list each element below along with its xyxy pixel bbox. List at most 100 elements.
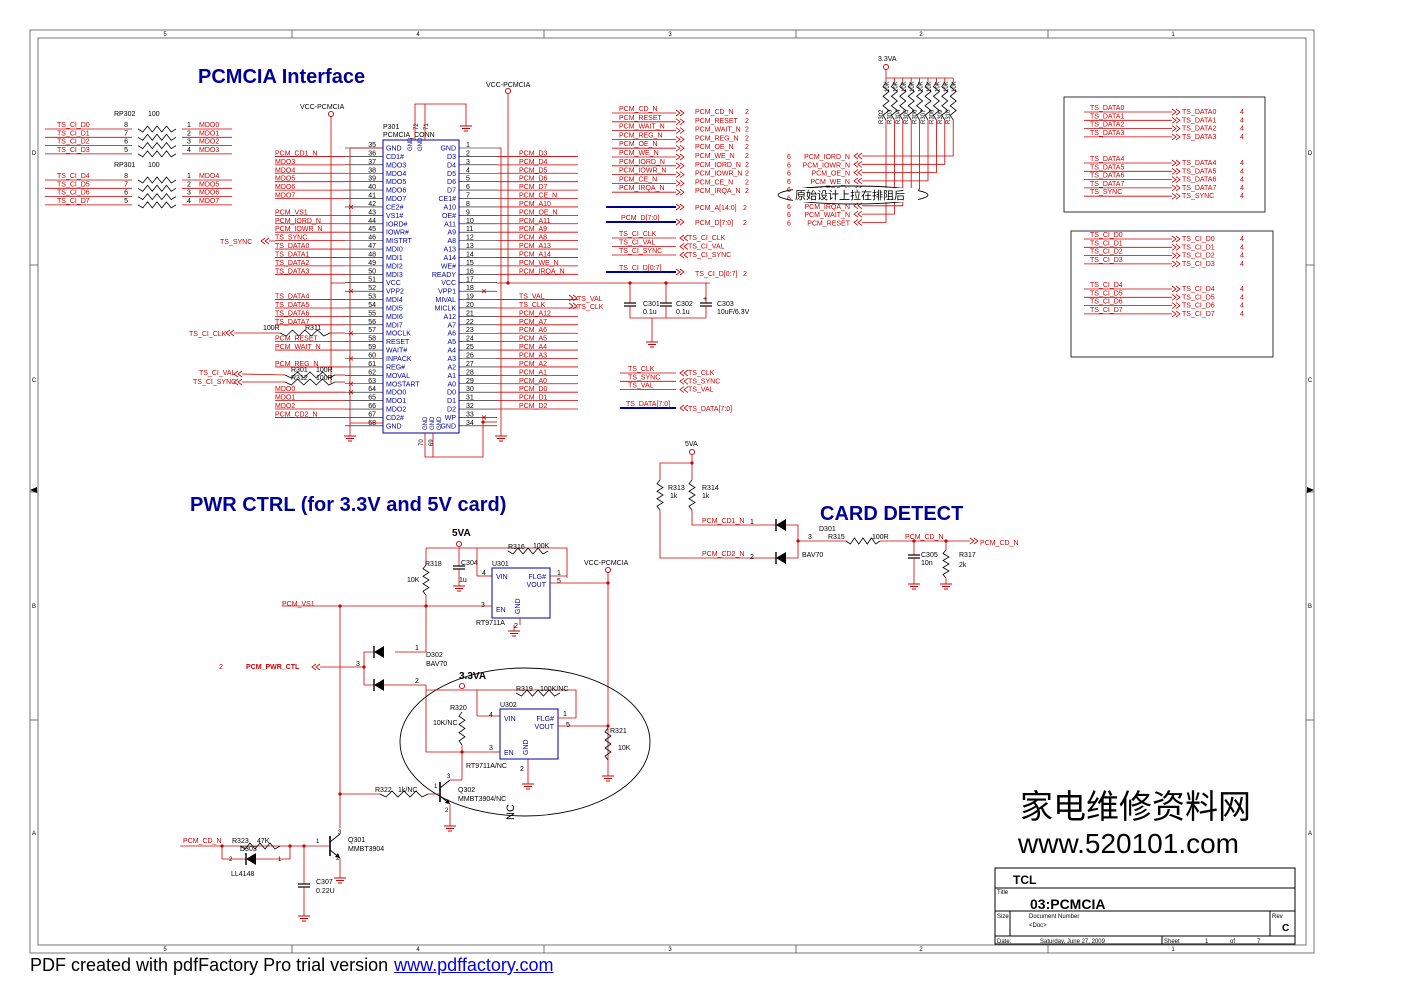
offsheet-arrow-left	[857, 160, 863, 168]
rp-ref: RP301	[114, 162, 136, 169]
offsheet-arrow-left	[679, 251, 685, 259]
cap-ref: C302	[676, 301, 693, 308]
sheet-title: 03:PCMCIA	[1030, 896, 1105, 912]
net-label: PCM_OE_N	[619, 141, 658, 148]
net-label: PCM_WAIT_N	[619, 124, 665, 131]
pin-name: A11	[444, 221, 456, 228]
resistor-r318	[422, 564, 430, 596]
pin-name: CE1#	[438, 196, 456, 203]
sheet-ref: 4	[1240, 286, 1244, 293]
sheet-ref: 2	[745, 109, 749, 116]
resistor-ref: R308	[929, 109, 935, 124]
net-label: TS_CI_D5	[1090, 290, 1123, 297]
net-label: MDO2	[275, 403, 295, 410]
offsheet-arrow-right	[969, 537, 975, 545]
footer-text: PDF created with pdfFactory Pro trial ve…	[30, 955, 389, 975]
wire	[256, 846, 291, 860]
cap-value: 0.22U	[316, 888, 335, 895]
rp-net: MDO3	[199, 147, 219, 154]
offsheet-port: TS_VAL	[688, 387, 714, 394]
diode-d301a	[775, 519, 786, 531]
offsheet-arrow-left	[264, 237, 270, 245]
power-terminal	[688, 448, 696, 456]
offsheet-arrow-right	[1171, 176, 1177, 183]
pin-number: 62	[368, 369, 376, 376]
pin-name: MDI6	[386, 314, 403, 321]
ic-pin-name: EN	[504, 750, 514, 757]
rp-resistor	[137, 133, 177, 141]
resistor-ref: R315	[828, 534, 845, 541]
net-label: TS_SYNC	[275, 235, 307, 242]
pin-number: 57	[368, 327, 376, 334]
pin-number: 6	[466, 184, 470, 191]
diode-d303	[245, 853, 256, 865]
ground-symbol	[460, 120, 472, 132]
offsheet-arrow-right	[1171, 125, 1177, 132]
pin-name: D3	[447, 154, 456, 161]
border-row-label: B	[1308, 604, 1312, 610]
offsheet-arrow-right	[675, 162, 681, 170]
resistor-ref: R319	[516, 686, 533, 693]
offsheet-arrow-left	[683, 369, 689, 377]
pin-number: 43	[368, 209, 376, 216]
offsheet-arrow-left	[853, 152, 859, 160]
net-label: PCM_REG_N	[275, 361, 319, 368]
cap-value: 0.1u	[676, 309, 690, 316]
no-connect	[481, 288, 487, 294]
net-label: PCM_VS1	[282, 601, 315, 608]
offsheet-arrow-right	[679, 268, 685, 276]
footer-link[interactable]: www.pdffactory.com	[394, 955, 554, 975]
pin-name: MDO3	[386, 162, 406, 169]
pin-number: 24	[466, 336, 474, 343]
border-row-label: A	[1308, 831, 1312, 837]
cap-c301	[624, 302, 636, 307]
sheet-ref: 2	[743, 271, 747, 278]
net-label: TS_DATA1	[1090, 113, 1124, 120]
offsheet-port: TS_DATA6	[1182, 177, 1216, 184]
rp-net: TS_CI_D3	[57, 147, 90, 154]
border-col-label: 4	[416, 32, 420, 38]
diode-body	[374, 679, 384, 691]
border-col-label: 4	[416, 947, 420, 953]
pin-name: MDI0	[386, 247, 403, 254]
net-label: PCM_WE_N	[519, 260, 559, 267]
connector-name: PCMCIA_CONN	[383, 132, 435, 139]
resistor-ref: R313	[668, 485, 685, 492]
pin-number: 66	[368, 403, 376, 410]
offsheet-arrow-left	[683, 386, 689, 393]
offsheet-port: TS_CI_CLK	[189, 331, 227, 338]
sheet-ref: 4	[1240, 109, 1244, 116]
pin-number: 49	[368, 260, 376, 267]
offsheet-arrow-left	[229, 329, 235, 337]
wire	[363, 651, 374, 686]
pin-name: MDO4	[386, 171, 406, 178]
top-gnd-wire	[414, 103, 467, 140]
border-arrow	[1307, 487, 1314, 493]
ic-pin-number: 4	[489, 712, 493, 719]
resistor-ref: R321	[610, 728, 627, 735]
offsheet-arrow-left	[315, 663, 321, 671]
pin-number: 30	[466, 386, 474, 393]
sheet-ref: 2	[745, 127, 749, 134]
resistor-ref: R322	[375, 787, 392, 794]
net-label: MDO5	[275, 176, 295, 183]
resistor-value: 47K	[257, 838, 270, 845]
pin-number: 11	[466, 226, 473, 233]
pin-name: IOWR#	[386, 230, 409, 237]
offsheet-arrow-left	[683, 243, 689, 250]
ground-symbol	[940, 578, 952, 590]
pin-number: 58	[368, 336, 376, 343]
net-label: PCM_VS1	[275, 209, 308, 216]
pin-number: 55	[368, 310, 376, 317]
offsheet-port: PCM_D[7:0]	[695, 220, 733, 227]
offsheet-port: TS_DATA4	[1182, 160, 1216, 167]
outer-border	[29, 29, 1315, 954]
offsheet-arrow-right	[572, 294, 578, 302]
resistor-ref: R314	[702, 485, 719, 492]
emitter-arrow	[335, 853, 340, 858]
offsheet-arrow-right	[675, 218, 681, 226]
sheet-ref: 4	[1240, 303, 1244, 310]
offsheet-port: TS_CI_SYNC	[688, 252, 731, 259]
sheet-ref: 4	[1240, 294, 1244, 301]
